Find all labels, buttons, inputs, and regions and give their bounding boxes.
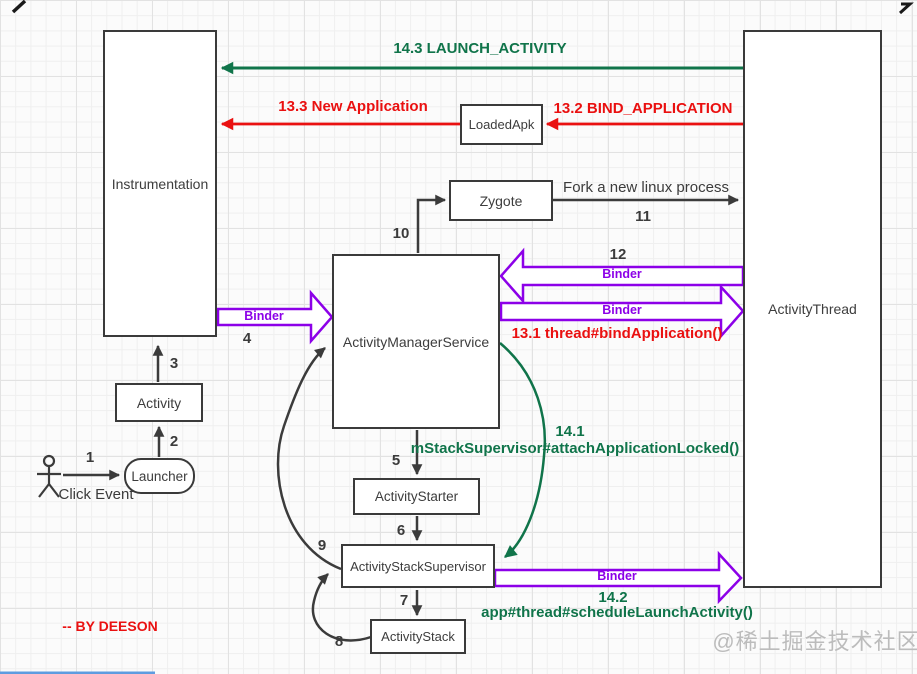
node-zygote: Zygote bbox=[449, 180, 553, 221]
node-ams-label: ActivityManagerService bbox=[342, 333, 490, 350]
node-activity: Activity bbox=[115, 383, 203, 422]
bottom-edge-blue-line bbox=[0, 671, 155, 674]
node-activity-stack-supervisor-label: ActivityStackSupervisor bbox=[350, 558, 486, 574]
node-activity-label: Activity bbox=[136, 394, 182, 411]
user-actor-icon bbox=[37, 454, 61, 498]
node-loaded-apk: LoadedApk bbox=[460, 104, 543, 145]
node-activity-manager-service: ActivityManagerService bbox=[332, 254, 500, 429]
label-step-9: 9 bbox=[317, 537, 327, 554]
node-activity-stack-label: ActivityStack bbox=[381, 629, 455, 644]
label-attach-application-locked: mStackSupervisor#attachApplicationLocked… bbox=[410, 440, 740, 457]
node-instrumentation: Instrumentation bbox=[103, 30, 217, 337]
node-instrumentation-label: Instrumentation bbox=[111, 175, 209, 192]
label-step-8: 8 bbox=[334, 633, 344, 650]
label-step-12: 12 bbox=[609, 246, 627, 263]
label-binder-1: Binder bbox=[244, 309, 284, 323]
node-zygote-label: Zygote bbox=[479, 192, 523, 209]
node-activity-starter: ActivityStarter bbox=[353, 478, 480, 515]
label-step-1: 1 bbox=[85, 449, 95, 466]
arrow-supervisor-to-ams-curve bbox=[276, 347, 342, 571]
label-binder-4: Binder bbox=[597, 569, 637, 583]
arrow-stack-to-supervisor-curve bbox=[311, 573, 372, 642]
top-right-corner-mark-icon bbox=[898, 2, 914, 15]
node-activity-starter-label: ActivityStarter bbox=[374, 489, 459, 504]
label-step-5: 5 bbox=[391, 452, 401, 469]
label-watermark: @稀土掘金技术社区 bbox=[712, 629, 917, 654]
node-launcher-label: Launcher bbox=[131, 468, 188, 484]
label-bind-application: 13.2 BIND_APPLICATION bbox=[553, 100, 733, 117]
arrow-attach-application-curve bbox=[499, 342, 547, 558]
label-click-event: Click Event bbox=[58, 486, 134, 503]
label-step-7: 7 bbox=[399, 592, 409, 609]
node-activity-thread: ActivityThread bbox=[743, 30, 882, 588]
label-launch-activity: 14.3 LAUNCH_ACTIVITY bbox=[393, 40, 567, 57]
label-step-2: 2 bbox=[169, 433, 179, 450]
label-step-4: 4 bbox=[242, 330, 252, 347]
label-byline: -- BY DEESON bbox=[62, 618, 158, 634]
arrow-ams-to-zygote bbox=[416, 194, 447, 253]
node-activity-stack-supervisor: ActivityStackSupervisor bbox=[341, 544, 495, 588]
label-step-11: 11 bbox=[635, 208, 651, 225]
node-launcher: Launcher bbox=[124, 458, 195, 494]
label-step-3: 3 bbox=[169, 355, 179, 372]
binder-arrow-ams-to-activitythread bbox=[499, 283, 745, 340]
binder-arrow-supervisor-to-activitythread bbox=[493, 550, 743, 605]
label-step-14-1: 14.1 bbox=[555, 423, 585, 440]
node-activity-thread-label: ActivityThread bbox=[768, 301, 857, 317]
binder-arrow-instrumentation-to-ams bbox=[216, 289, 334, 345]
label-step-14-2: 14.2 bbox=[598, 589, 628, 606]
label-step-10: 10 bbox=[392, 225, 410, 242]
node-loaded-apk-label: LoadedApk bbox=[468, 117, 535, 132]
top-left-corner-mark-icon bbox=[11, 0, 27, 14]
label-new-application: 13.3 New Application bbox=[278, 98, 428, 115]
node-activity-stack: ActivityStack bbox=[370, 619, 466, 654]
label-step-6: 6 bbox=[396, 522, 406, 539]
label-schedule-launch-activity: app#thread#scheduleLaunchActivity() bbox=[481, 604, 753, 621]
binder-arrow-activitythread-to-ams bbox=[499, 247, 745, 305]
label-fork-process: Fork a new linux process bbox=[563, 179, 729, 196]
label-thread-bind-application: 13.1 thread#bindApplication() bbox=[511, 325, 723, 342]
label-binder-3: Binder bbox=[602, 303, 642, 317]
label-binder-2: Binder bbox=[602, 267, 642, 281]
